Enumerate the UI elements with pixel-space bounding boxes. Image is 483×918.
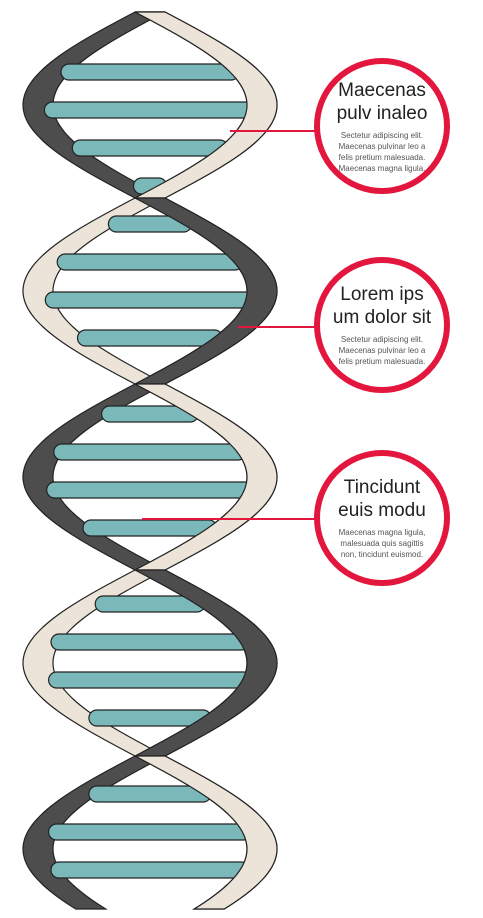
callout-2-leader-line <box>238 326 316 328</box>
base-pair-rung <box>44 102 255 118</box>
base-pair-rung <box>49 824 252 840</box>
callout-2-title: Lorem ips um dolor sit <box>323 283 441 329</box>
callout-1-body-line-2: Maecenas pulvinar leo a <box>323 141 441 152</box>
callout-1-title-line-1: Maecenas <box>323 79 441 102</box>
callout-2-title-line-2: um dolor sit <box>323 306 441 329</box>
callout-3-body-line-3: non, tincidunt euismod. <box>323 549 441 560</box>
callout-2-body-line-1: Sectetur adipiscing elit. <box>323 334 441 345</box>
base-pair-rung <box>51 634 249 650</box>
callout-3-title-line-1: Tincidunt <box>323 476 441 499</box>
callout-3-title: Tincidunt euis modu <box>323 476 441 522</box>
base-pair-rung <box>78 330 223 346</box>
callout-1-leader-line <box>230 130 316 132</box>
callout-2-body-line-2: Maecenas pulvinar leo a <box>323 345 441 356</box>
base-pair-rung <box>83 520 217 536</box>
callout-3-title-line-2: euis modu <box>323 499 441 522</box>
callout-1-title: Maecenas pulv inaleo <box>323 79 441 125</box>
base-pair-rung <box>47 482 254 498</box>
callout-3-body-line-2: malesuada quis sagittis <box>323 538 441 549</box>
callout-1-body-line-4: Maecenas magna ligula. <box>323 163 441 174</box>
callout-2-title-line-1: Lorem ips <box>323 283 441 306</box>
base-pair-rung <box>57 254 243 270</box>
base-pair-rung <box>54 444 246 460</box>
base-pair-rung <box>61 64 239 80</box>
callout-3-leader-line <box>142 518 316 520</box>
callout-3-body: Maecenas magna ligula, malesuada quis sa… <box>323 527 441 560</box>
callout-2: Lorem ips um dolor sit Sectetur adipisci… <box>314 257 450 393</box>
callout-1-body-line-1: Sectetur adipiscing elit. <box>323 130 441 141</box>
callout-3-body-line-1: Maecenas magna ligula, <box>323 527 441 538</box>
callout-1: Maecenas pulv inaleo Sectetur adipiscing… <box>314 58 450 194</box>
base-pair-rung <box>72 140 228 156</box>
callout-3: Tincidunt euis modu Maecenas magna ligul… <box>314 450 450 586</box>
base-pair-rung <box>45 292 254 308</box>
callout-2-body-line-3: felis pretium malesuada. <box>323 356 441 367</box>
base-pair-rung <box>51 862 249 878</box>
base-pair-rung <box>49 672 252 688</box>
callout-2-body: Sectetur adipiscing elit. Maecenas pulvi… <box>323 334 441 367</box>
callout-1-body-line-3: felis pretium malesuada. <box>323 152 441 163</box>
callout-1-title-line-2: pulv inaleo <box>323 102 441 125</box>
callout-1-body: Sectetur adipiscing elit. Maecenas pulvi… <box>323 130 441 174</box>
